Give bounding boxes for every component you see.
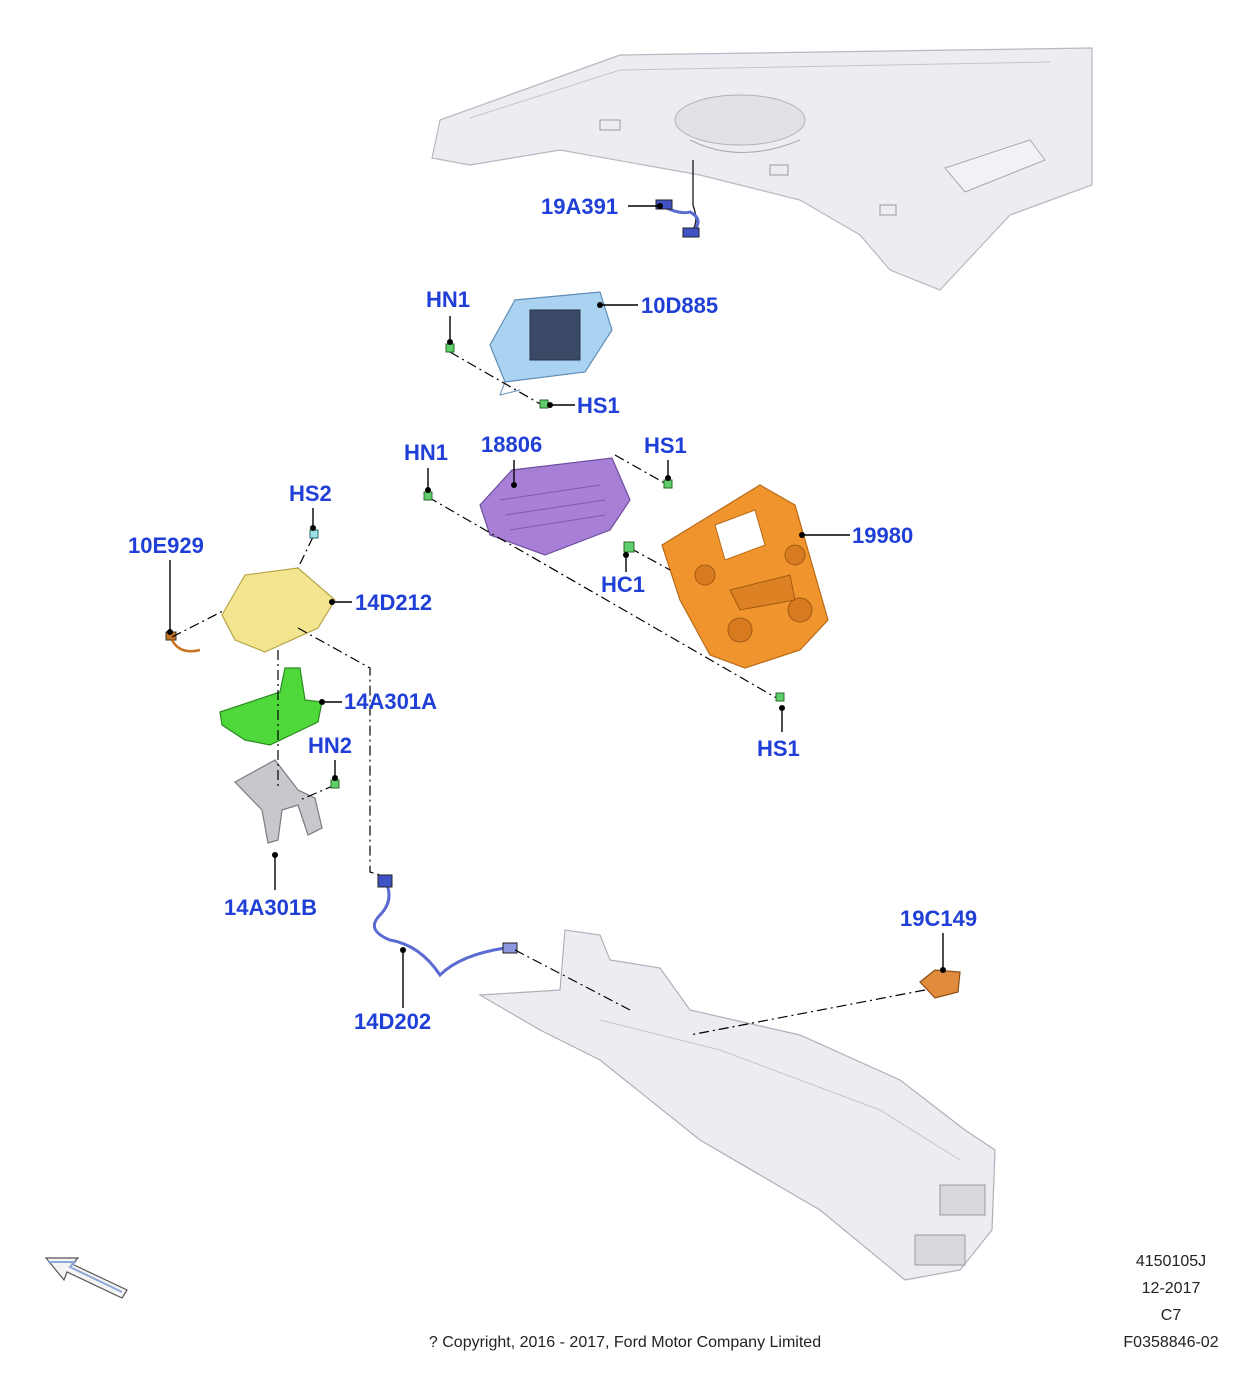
assembly-lines [171,351,926,1036]
connector-10E929 [165,631,201,653]
switch-19C149 [919,969,961,999]
callout-14D212: 14D212 [355,590,432,615]
callout-14D202: 14D202 [354,1009,431,1034]
forward-arrow-icon [44,1257,128,1299]
leader-lines [167,203,946,1008]
panel-19980 [661,484,829,669]
callout-HN1-middle: HN1 [404,440,448,465]
callout-10D885: 10D885 [641,293,718,318]
module-14D212 [221,567,336,653]
callout-19980: 19980 [852,523,913,548]
callout-labels: 19A391 10D885 HN1 HS1 HN1 18806 HS1 1998… [128,194,977,1034]
module-18806 [479,457,631,556]
callout-HN1-upper: HN1 [426,287,470,312]
harness-14D202 [372,874,518,978]
callout-HN2: HN2 [308,733,352,758]
callout-HS2: HS2 [289,481,332,506]
callout-19C149: 19C149 [900,906,977,931]
headliner-trim [431,47,1093,291]
callout-HS1-lower: HS1 [757,736,800,761]
center-console [477,929,996,1281]
fasteners [309,343,785,789]
callout-14A301A: 14A301A [344,689,437,714]
harness-19A391 [655,160,700,238]
diagram-date: 12-2017 [1142,1280,1201,1297]
diagram-revision: C7 [1161,1307,1182,1324]
callout-HS1-upper: HS1 [577,393,620,418]
diagram-code: 4150105J [1136,1253,1206,1270]
bracket-14A301B [234,759,323,844]
display-10D885 [489,291,613,396]
callout-10E929: 10E929 [128,533,204,558]
figure-number: F0358846-02 [1123,1334,1218,1351]
callout-HS1-middle: HS1 [644,433,687,458]
callout-19A391: 19A391 [541,194,618,219]
callout-14A301B: 14A301B [224,895,317,920]
callout-HC1: HC1 [601,572,645,597]
bracket-14A301A [219,667,323,746]
copyright-notice: ? Copyright, 2016 - 2017, Ford Motor Com… [429,1334,821,1351]
callout-18806: 18806 [481,432,542,457]
